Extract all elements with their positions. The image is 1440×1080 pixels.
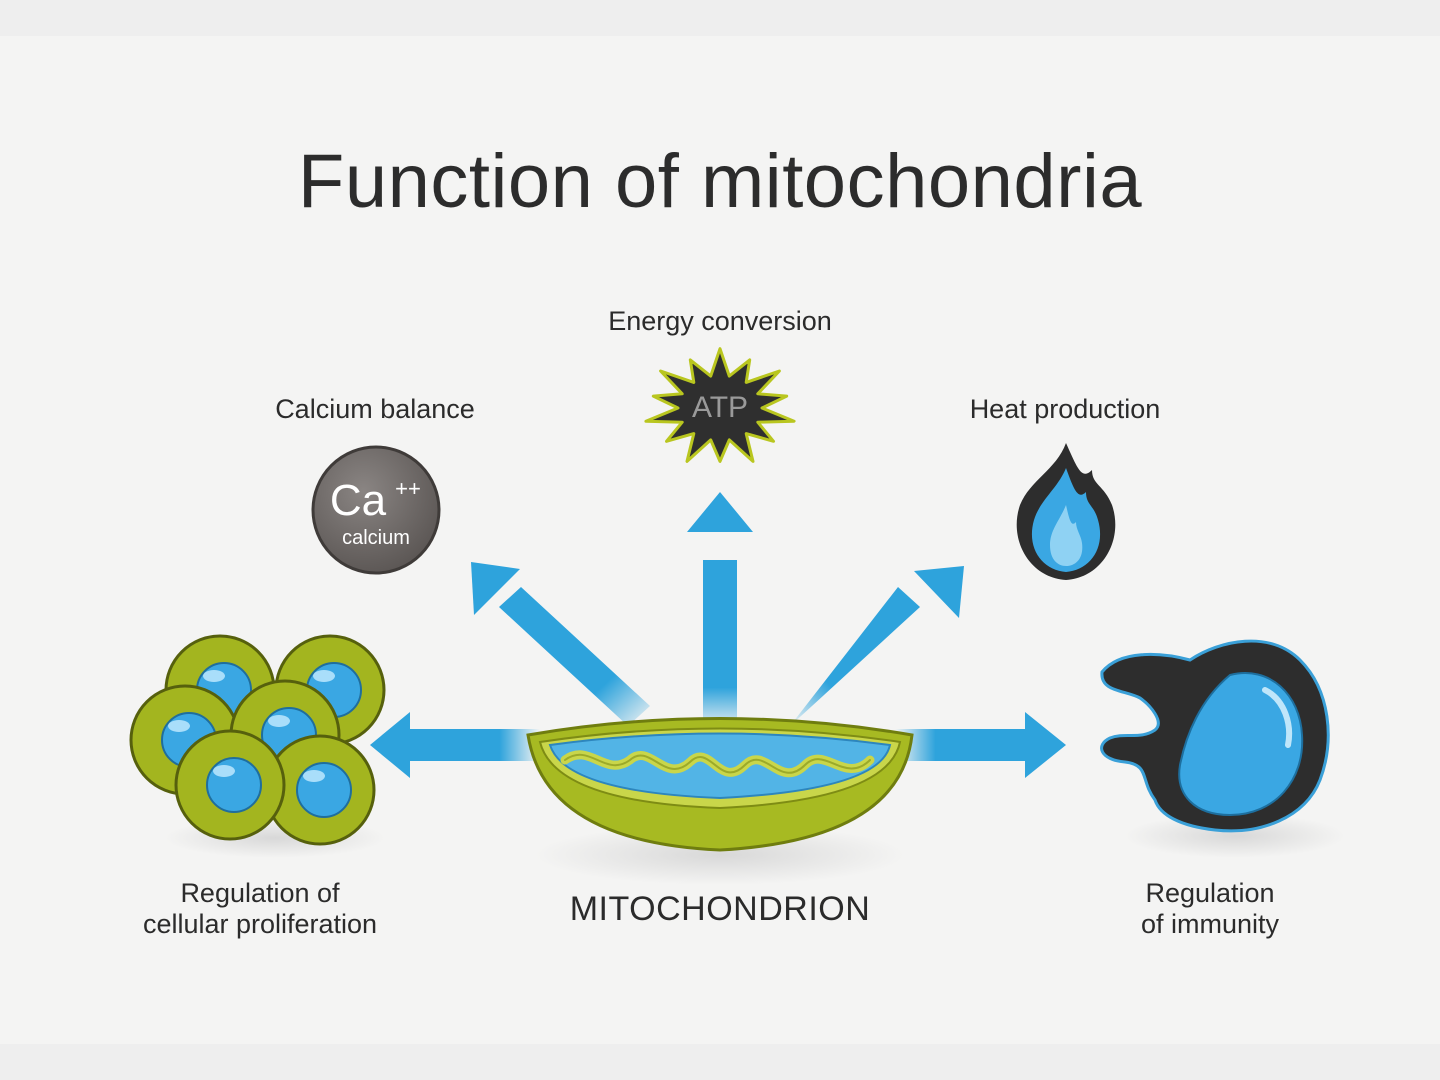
- page-title: Function of mitochondria: [297, 139, 1143, 224]
- cell: [174, 729, 286, 841]
- arrow-up: [687, 492, 753, 730]
- arrow-left: [370, 712, 540, 778]
- label-proliferation-line1: Regulation of: [180, 878, 340, 908]
- arrow-right: [895, 712, 1066, 778]
- mito-shadow: [535, 825, 905, 885]
- calcium-charge: ++: [395, 476, 421, 501]
- atp-starburst-icon: ATP: [644, 347, 796, 463]
- macrophage-icon: [1100, 639, 1330, 833]
- calcium-symbol: Ca: [330, 476, 387, 525]
- arrow-upper-left: [471, 562, 650, 726]
- label-energy-conversion: Energy conversion: [608, 306, 832, 336]
- label-immunity-line1: Regulation: [1145, 878, 1275, 908]
- label-proliferation-line2: cellular proliferation: [142, 909, 378, 939]
- cell: [264, 734, 376, 846]
- cell-cluster-icon: [129, 634, 386, 846]
- label-cellular-proliferation: Regulation of cellular proliferation: [90, 878, 430, 940]
- calcium-ion-icon: Ca ++ calcium: [311, 445, 441, 575]
- arrow-upper-right: [790, 566, 964, 726]
- macrophage-shadow: [1125, 814, 1345, 858]
- label-immunity: Regulation of immunity: [1060, 878, 1360, 940]
- label-calcium-balance: Calcium balance: [275, 394, 475, 424]
- calcium-caption: calcium: [342, 527, 410, 549]
- atp-badge-text: ATP: [692, 391, 748, 424]
- label-heat-production: Heat production: [969, 394, 1161, 424]
- mitochondrion-icon: [526, 717, 914, 852]
- flame-icon: [1016, 443, 1116, 580]
- label-mitochondrion: MITOCHONDRION: [569, 890, 871, 928]
- label-immunity-line2: of immunity: [1140, 909, 1280, 939]
